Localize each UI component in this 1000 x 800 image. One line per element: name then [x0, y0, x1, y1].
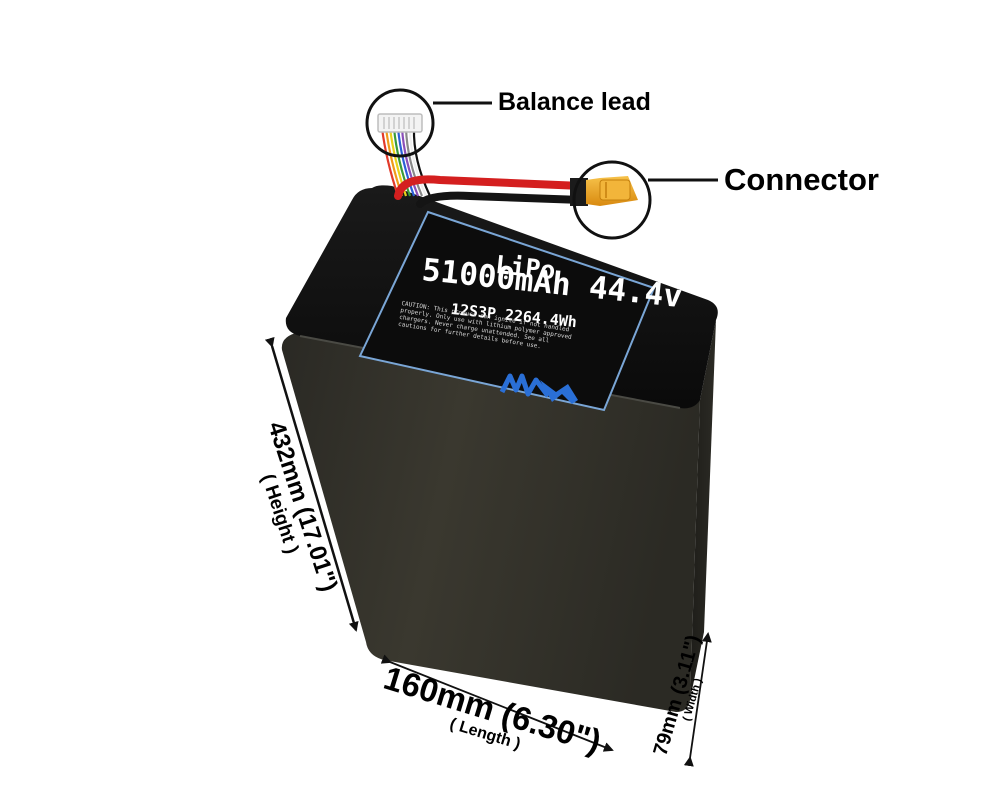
- battery-front-face: [281, 332, 700, 712]
- balance-connector-pins: [383, 117, 415, 129]
- width-dimension-arrow: [683, 632, 712, 767]
- balance-lead-callout-label: Balance lead: [498, 88, 651, 116]
- connector-callout-label: Connector: [724, 162, 879, 197]
- battery-side-face: [690, 320, 716, 700]
- connector-callout-circle: [572, 160, 652, 240]
- red-power-wire: [394, 175, 586, 200]
- balance-lead-callout-circle: [365, 88, 435, 158]
- length-dimension-arrow: [380, 654, 614, 752]
- battery-label-panel: [358, 210, 656, 412]
- black-power-wire: [416, 191, 586, 208]
- height-dimension-arrow: [264, 336, 359, 632]
- xt-connector: [586, 176, 638, 206]
- brand-logo: [499, 373, 578, 404]
- balance-connector-plug: [377, 113, 423, 133]
